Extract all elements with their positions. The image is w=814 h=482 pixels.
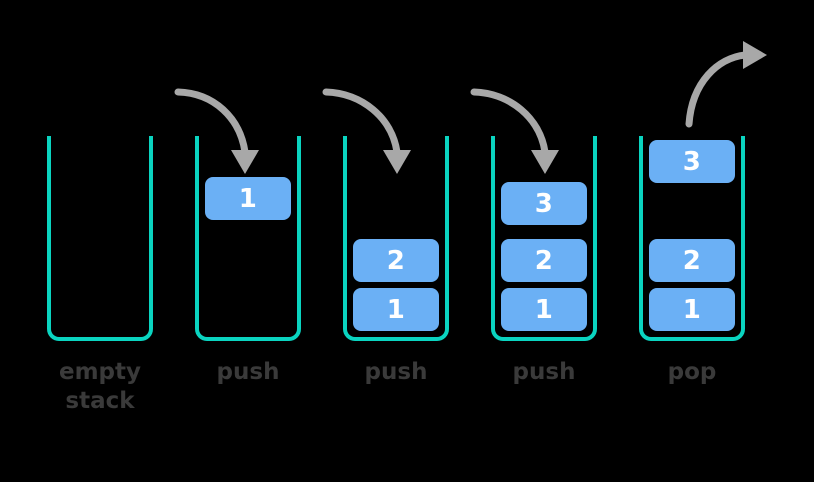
- arrow-pop: [685, 41, 767, 128]
- stack-caption: pop: [667, 359, 717, 385]
- stack-caption: push: [216, 359, 280, 385]
- stack-box-2: 2: [649, 239, 735, 282]
- stack-box-1: 1: [205, 177, 291, 220]
- stack-pop: [639, 136, 745, 341]
- stack-box-2: 2: [501, 239, 587, 282]
- stack-caption: push: [364, 359, 428, 385]
- stack-box-1: 1: [649, 288, 735, 331]
- stack-empty: [47, 136, 153, 341]
- stack-box-1: 1: [501, 288, 587, 331]
- stack-box-2: 2: [353, 239, 439, 282]
- stack-push-2: [343, 136, 449, 341]
- stack-box-3: 3: [501, 182, 587, 225]
- stack-push-1: [195, 136, 301, 341]
- stack-box-1: 1: [353, 288, 439, 331]
- stack-caption: push: [512, 359, 576, 385]
- stack-box-3: 3: [649, 140, 735, 183]
- stack-caption: empty stack: [58, 359, 142, 415]
- stack-push-3: [491, 136, 597, 341]
- arrow-pop-head-icon: [743, 41, 767, 69]
